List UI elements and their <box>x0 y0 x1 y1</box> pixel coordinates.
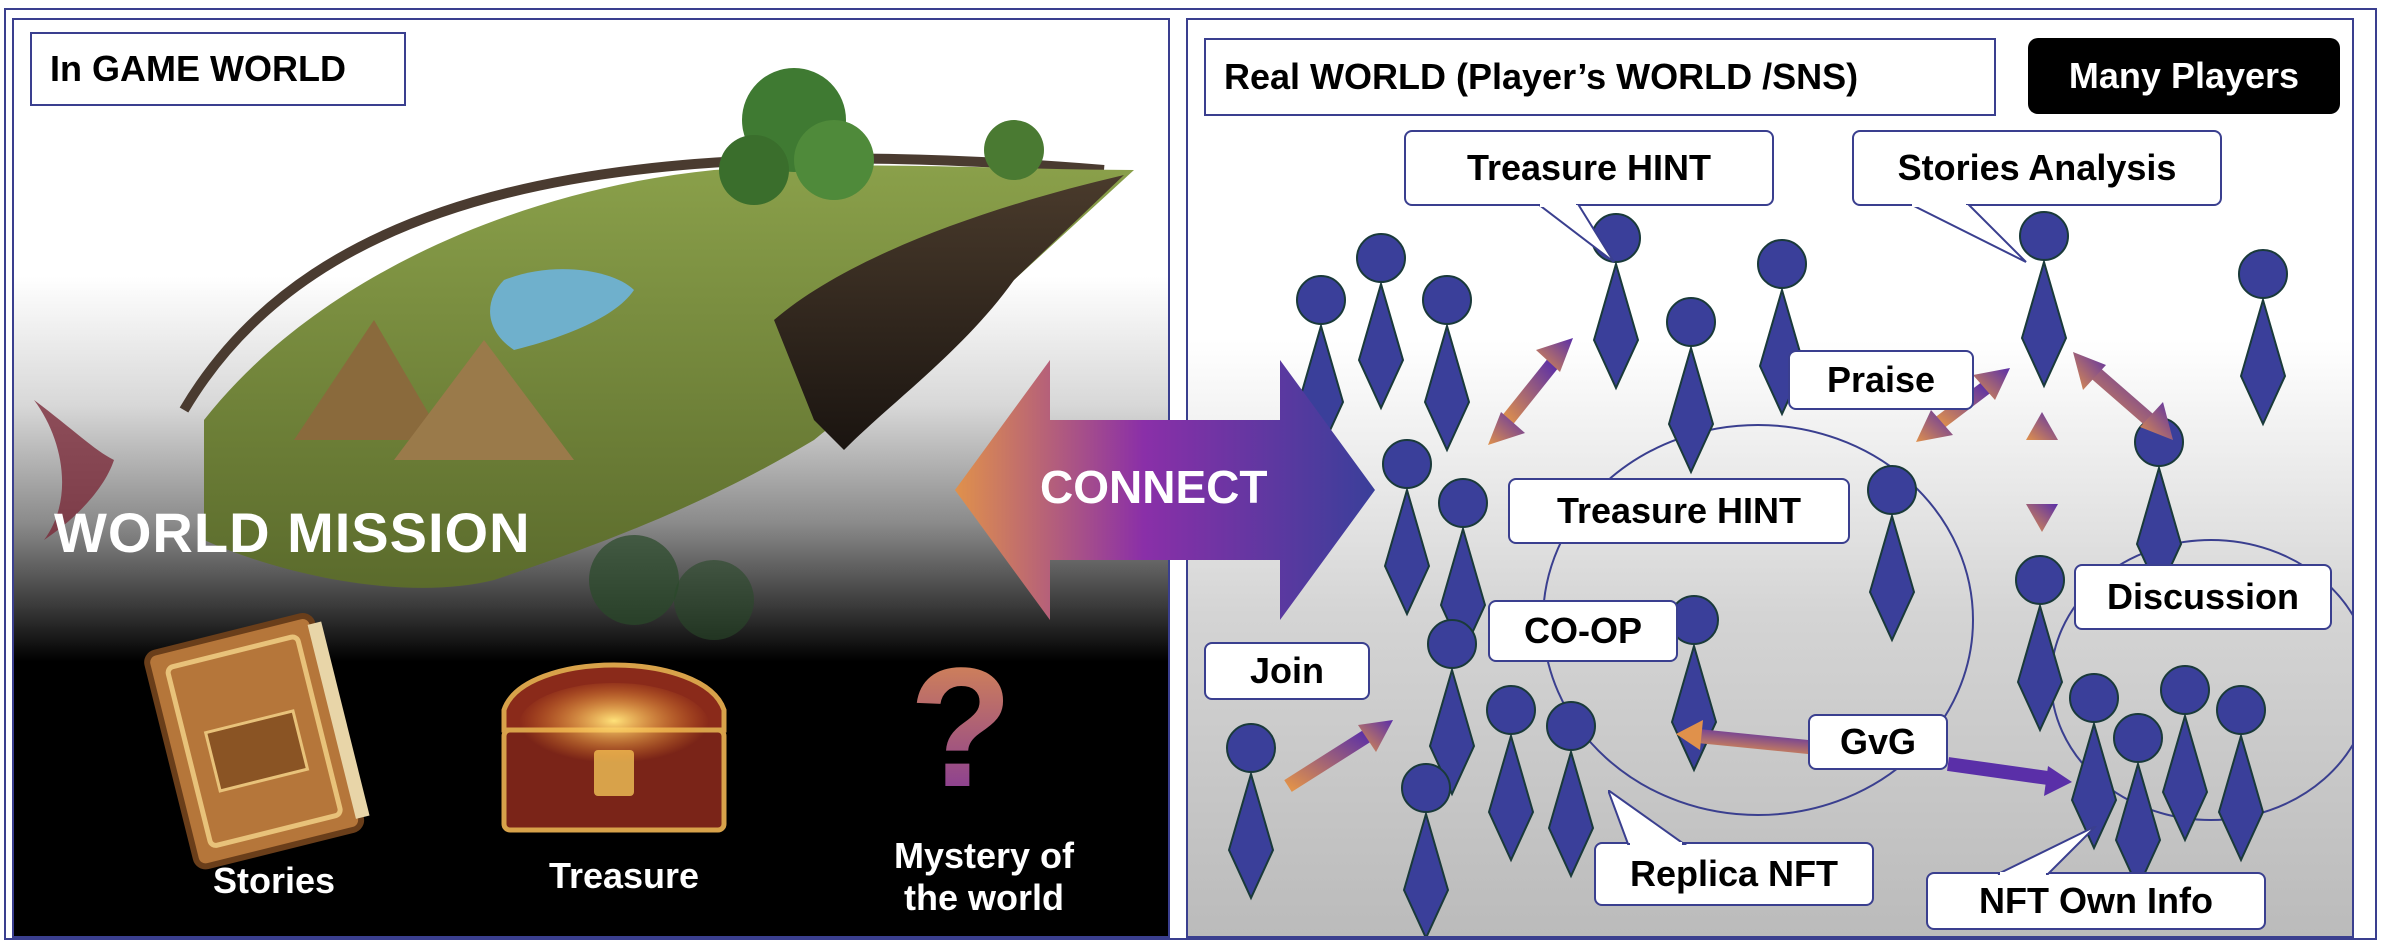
stories-book-icon <box>144 613 370 870</box>
gvg-bubble: GvG <box>1808 714 1948 770</box>
player-figure <box>1226 723 1276 899</box>
player-figure <box>1666 297 1716 473</box>
player-figure <box>1422 275 1472 451</box>
praise-bubble: Praise <box>1788 350 1974 410</box>
player-figure <box>2216 685 2266 861</box>
floating-island-illustration <box>34 68 1134 640</box>
player-figure <box>2069 673 2119 849</box>
bubble-tail <box>1997 826 2097 876</box>
bubble-tail <box>1536 204 1615 263</box>
treasure-hint-top-bubble: Treasure HINT <box>1404 130 1774 206</box>
connect-double-arrow <box>955 360 1375 620</box>
player-figure <box>2113 713 2163 889</box>
real-world-label: Real WORLD (Player’s WORLD /SNS) <box>1204 38 1996 116</box>
stories-caption: Stories <box>212 860 336 901</box>
nft-own-info-bubble: NFT Own Info <box>1926 872 2266 930</box>
player-figure <box>1867 465 1917 641</box>
player-figure <box>1401 763 1451 936</box>
player-figure <box>2238 249 2288 425</box>
bubble-tail <box>1608 790 1688 846</box>
real-world-panel: Real WORLD (Player’s WORLD /SNS) Many Pl… <box>1186 18 2354 938</box>
mystery-question-mark: ? <box>909 630 1013 826</box>
outer-frame <box>4 8 2377 940</box>
many-players-badge: Many Players <box>2028 38 2340 114</box>
player-figure <box>1546 701 1596 877</box>
arrow-vertical <box>2026 412 2058 532</box>
world-mission-title: WORLD MISSION <box>54 501 531 564</box>
connect-label: CONNECT <box>1040 461 1268 513</box>
arrow-analysis-discussion <box>2073 352 2173 440</box>
replica-nft-bubble: Replica NFT <box>1594 842 1874 906</box>
discussion-bubble: Discussion <box>2074 564 2332 630</box>
arrow-treasure-hint <box>1488 338 1573 445</box>
co-op-bubble: CO-OP <box>1488 600 1678 662</box>
arrow-join <box>1284 720 1393 792</box>
treasure-hint-mid-bubble: Treasure HINT <box>1508 478 1850 544</box>
treasure-caption: Treasure <box>548 855 700 896</box>
join-bubble: Join <box>1204 642 1370 700</box>
mystery-caption: Mystery of the world <box>893 835 1075 918</box>
player-figure <box>1382 439 1432 615</box>
in-game-world-label: In GAME WORLD <box>30 32 406 106</box>
player-figure <box>1486 685 1536 861</box>
treasure-chest-icon <box>501 662 727 833</box>
stories-analysis-bubble: Stories Analysis <box>1852 130 2222 206</box>
bubble-tail <box>1909 204 2027 263</box>
